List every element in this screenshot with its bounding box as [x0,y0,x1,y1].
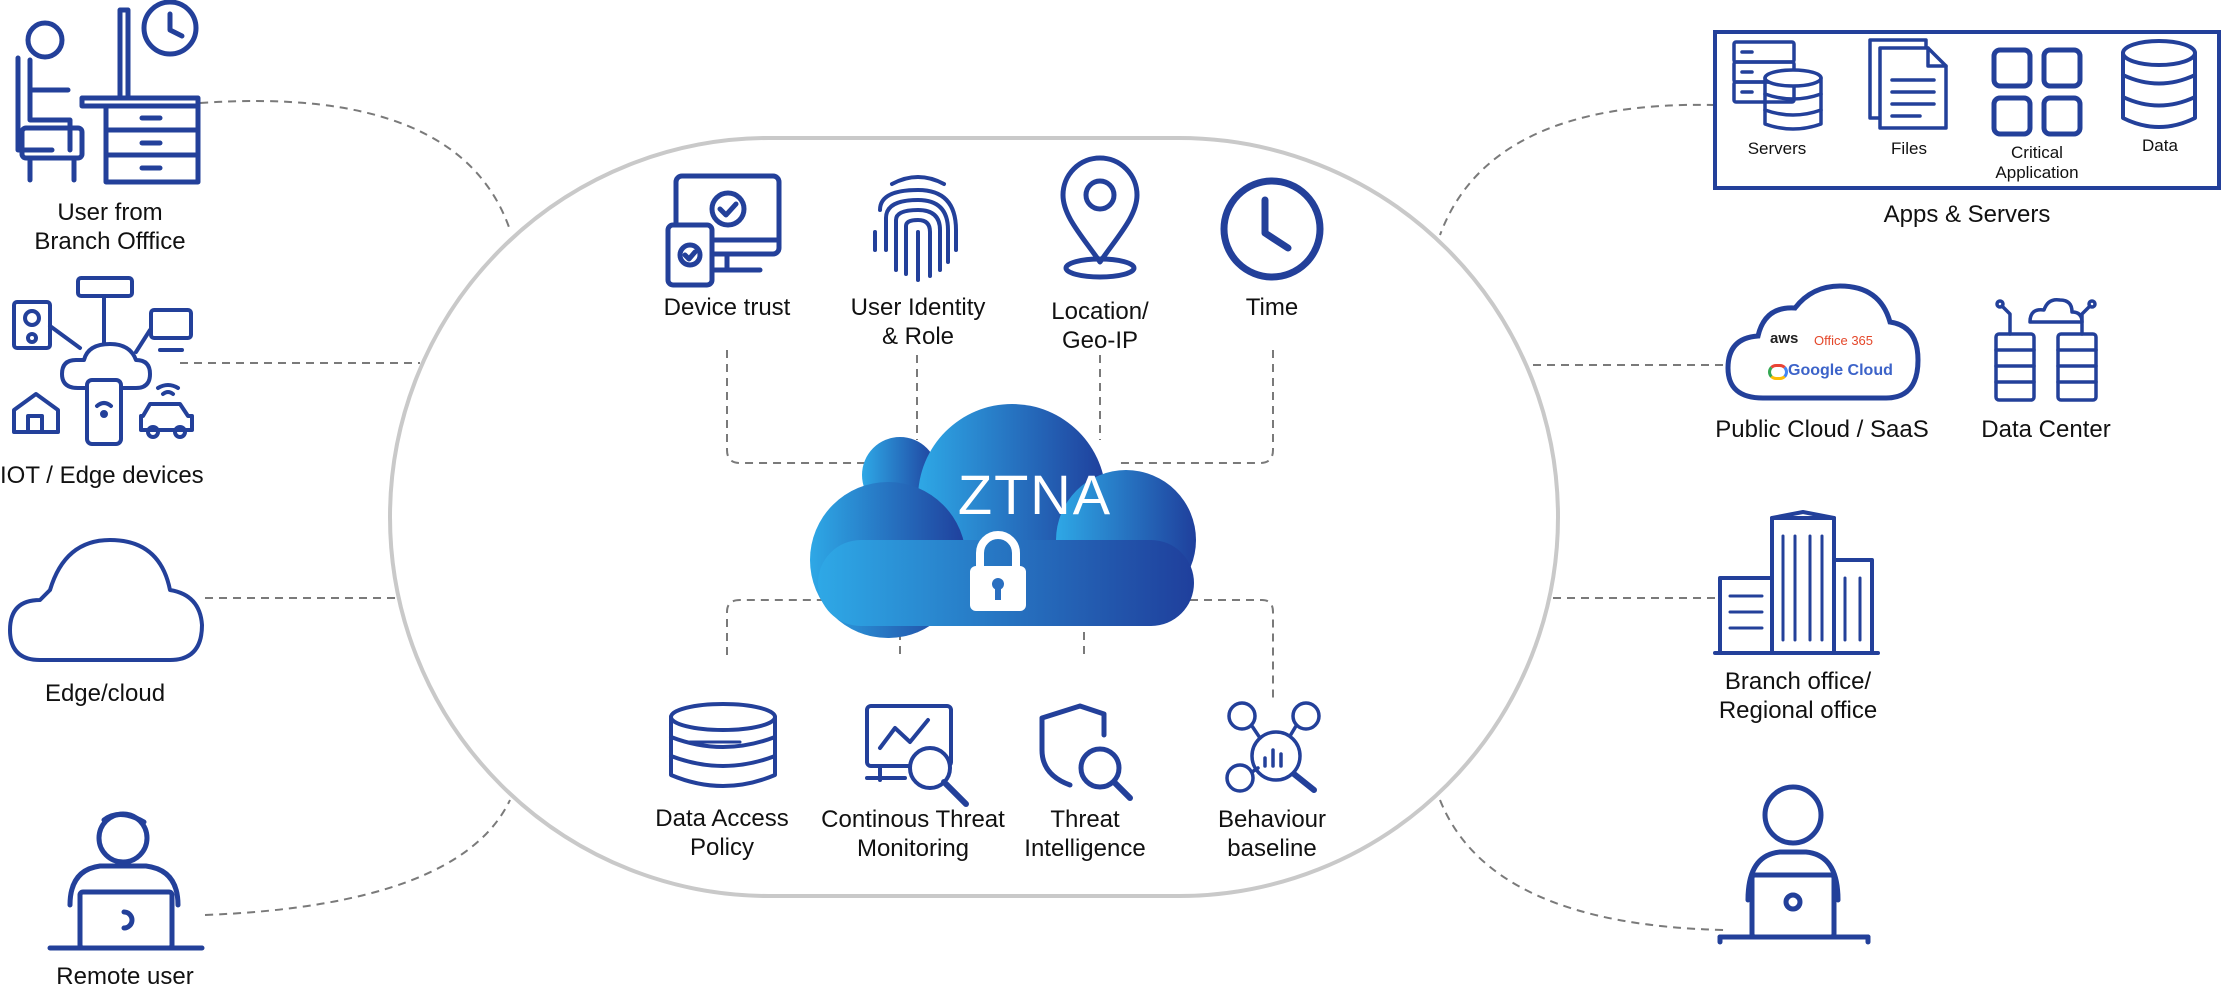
node-label-line: IOT / Edge devices [0,462,204,489]
fingerprint-icon [873,175,958,282]
node-label-line: Remote user [56,963,194,990]
factor-label-threat-intel: Threat Intelligence [985,805,1185,863]
caption-line: Data Center [1981,416,2111,443]
laptop-user-icon [47,811,205,951]
buildings-icon [1713,510,1880,655]
shield-search-icon [1039,703,1133,801]
data-center-icon [1994,297,2098,402]
laptop-user-right-icon [1717,784,1871,945]
inner-connectors [726,350,1274,700]
left-label-remote-user: Remote user [25,962,225,991]
caption-line: Regional office [1718,697,1878,724]
app-grid-icon [1991,47,2083,137]
apps-servers-caption: Apps & Servers [1867,200,2067,229]
ztna-boundary-ring [388,136,1560,898]
clock-icon [1220,177,1324,281]
factor-label-line: & Role [881,323,955,350]
app-label-files: Files [1859,139,1959,159]
ztna-cloud [810,404,1196,638]
app-label-line: Critical [2011,143,2063,162]
left-label-iot: IOT / Edge devices [0,461,204,490]
factor-label-line: Intelligence [1024,835,1146,862]
office365-logo: Office 365 [1814,333,1874,348]
factor-label-line: Geo-IP [1061,327,1139,354]
factor-label-time: Time [1172,293,1372,322]
app-label-line: Servers [1747,139,1807,158]
iot-devices-icon [12,276,194,446]
monitor-search-icon [865,704,969,807]
caption-line: Branch office/ [1724,668,1872,695]
factor-label-line: Continous Threat [821,806,1005,833]
factor-label-line: Threat [1050,806,1120,833]
right-connectors [1439,103,1726,931]
factor-label-threat-monitoring: Continous Threat Monitoring [803,805,1023,863]
factor-label-line: User Identity [850,294,986,321]
app-label-line: Application [1995,163,2079,182]
cloud-outline-icon [8,538,204,662]
factor-label-device-trust: Device trust [627,293,827,322]
lock-icon [970,531,1026,611]
data-center-caption: Data Center [1946,415,2146,444]
node-label-line: User from [57,199,163,226]
factor-label-line: Device trust [663,294,791,321]
data-cylinder-icon [2121,39,2197,129]
cloud-provider-tags: aws Office 365 Google Cloud [1768,330,1898,390]
factor-label-user-identity: User Identity & Role [818,293,1018,351]
factor-label-line: Monitoring [856,835,970,862]
caption-line: Public Cloud / SaaS [1715,416,1929,443]
app-label-critical-app: Critical Application [1977,143,2097,183]
database-icon [669,702,777,788]
servers-icon [1732,40,1823,131]
public-cloud-caption: Public Cloud / SaaS [1712,415,1932,444]
office-desk-user-icon [15,0,201,185]
aws-logo: aws [1770,330,1799,347]
ztna-title: ZTNA [957,463,1113,526]
left-label-branch-user: User from Branch Offfice [0,198,220,256]
branch-office-caption: Branch office/ Regional office [1698,667,1898,725]
node-label-line: Edge/cloud [44,680,166,707]
factor-label-data-access: Data Access Policy [622,804,822,862]
left-label-edge-cloud: Edge/cloud [5,679,205,708]
apps-servers-box [1713,30,2221,190]
behaviour-analytics-icon [1225,701,1321,793]
factor-label-line: baseline [1227,835,1317,862]
location-pin-icon [1060,155,1140,280]
files-icon [1868,38,1948,130]
device-trust-icon [665,173,782,288]
node-label-line: Branch Offfice [34,228,186,255]
app-label-servers: Servers [1727,139,1827,159]
google-cloud-icon [1768,364,1788,380]
app-label-data: Data [2110,136,2210,156]
factor-label-line: Behaviour [1217,806,1327,833]
app-label-line: Data [2142,136,2178,155]
factor-label-location: Location/ Geo-IP [1000,297,1200,355]
google-cloud-logo: Google Cloud [1788,362,1893,379]
factor-label-line: Data Access [655,805,789,832]
factor-label-behaviour: Behaviour baseline [1172,805,1372,863]
left-connectors [180,100,511,916]
app-label-line: Files [1891,139,1927,158]
factor-label-line: Time [1245,294,1299,321]
factor-label-line: Policy [689,834,755,861]
caption-line: Apps & Servers [1883,201,2051,228]
factor-label-line: Location/ [1051,298,1149,325]
